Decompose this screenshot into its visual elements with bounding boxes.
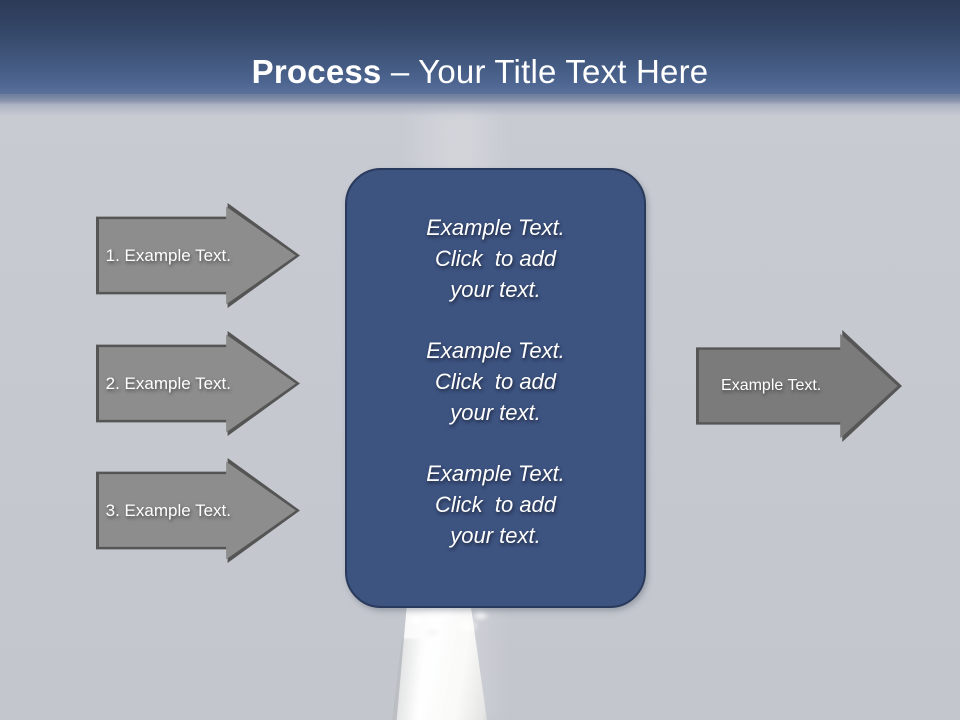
left-arrow-1-label: 1. Example Text. xyxy=(105,245,231,265)
title-rest: – Your Title Text Here xyxy=(381,53,709,90)
left-arrow-3[interactable]: 3. Example Text. xyxy=(96,458,300,563)
left-arrow-3-label: 3. Example Text. xyxy=(105,500,231,520)
page-title: Process – Your Title Text Here xyxy=(0,52,960,92)
center-block-1-line-2: Click to add xyxy=(434,246,557,271)
left-arrow-2-label: 2. Example Text. xyxy=(105,373,231,393)
icicle-shadow xyxy=(391,638,430,720)
center-block-1-line-3: your text. xyxy=(450,277,541,302)
icicle-photo-element xyxy=(372,604,532,720)
left-arrow-2[interactable]: 2. Example Text. xyxy=(96,331,300,436)
center-block-2-line-3: your text. xyxy=(450,400,541,425)
left-arrow-1[interactable]: 1. Example Text. xyxy=(96,203,300,308)
center-text-block-1: Example Text. Click to add your text. xyxy=(347,212,644,305)
right-arrow-label: Example Text. xyxy=(721,377,822,394)
center-block-2-line-2: Click to add xyxy=(434,369,557,394)
center-block-1-line-1: Example Text. xyxy=(426,215,565,240)
right-arrow-output[interactable]: Example Text. xyxy=(696,330,902,442)
center-block-2-line-1: Example Text. xyxy=(426,338,565,363)
title-bold-word: Process xyxy=(251,53,382,90)
center-block-3-line-2: Click to add xyxy=(434,492,557,517)
center-text-block-3: Example Text. Click to add your text. xyxy=(347,458,644,551)
title-banner-fade xyxy=(0,94,960,122)
center-text-block-2: Example Text. Click to add your text. xyxy=(347,335,644,428)
center-process-box[interactable]: Example Text. Click to add your text. Ex… xyxy=(345,168,646,608)
icicle-crown xyxy=(396,604,492,650)
title-banner xyxy=(0,0,960,104)
center-block-3-line-1: Example Text. xyxy=(426,461,565,486)
center-block-3-line-3: your text. xyxy=(450,523,541,548)
